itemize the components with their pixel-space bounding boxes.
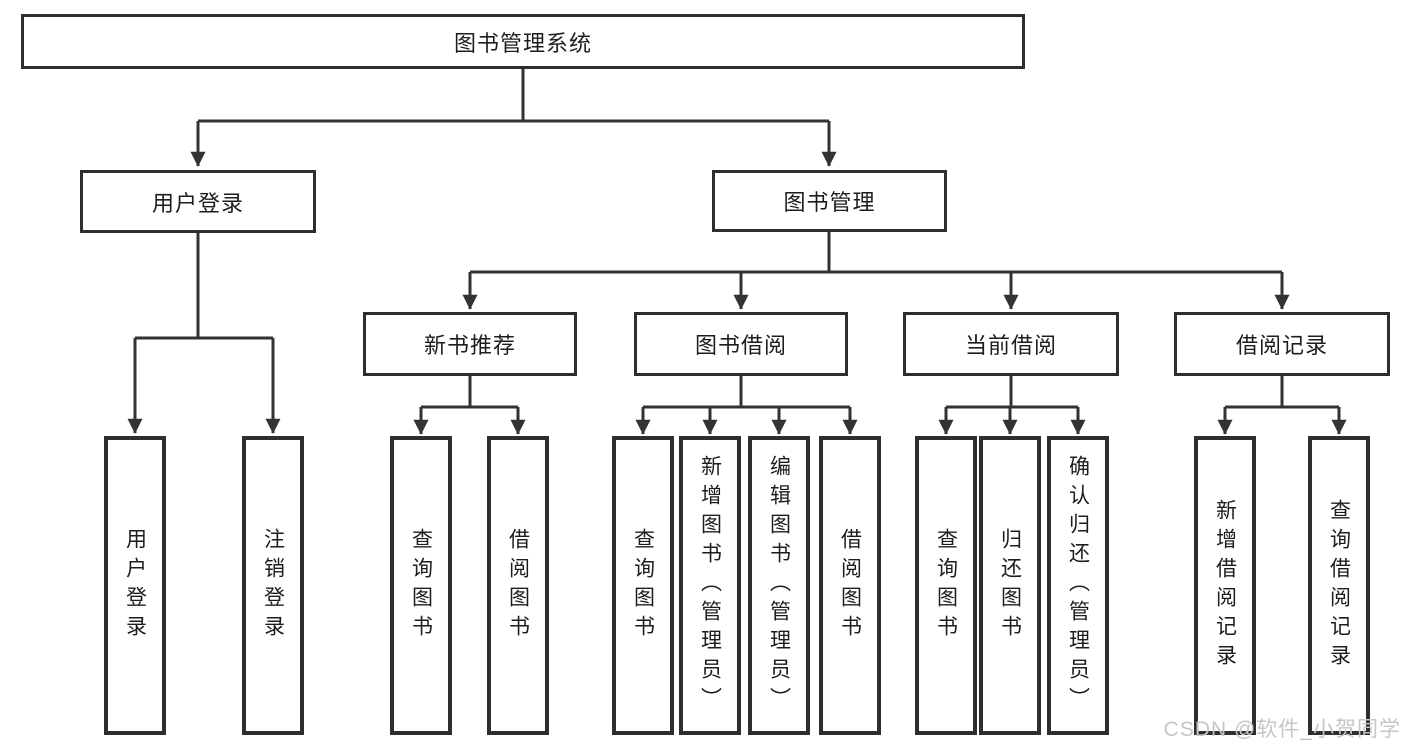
csdn-watermark: CSDN @软件_小贺同学: [1163, 718, 1401, 741]
node-new-book-recommendation: 新书推荐: [363, 312, 577, 376]
leaf-borrowing-query-books-label: 查询图书: [631, 527, 655, 644]
leaf-newbooks-borrow-books-label: 借阅图书: [506, 527, 530, 644]
leaf-borrowing-add-books-admin: 新增图书（管理员）: [679, 436, 741, 735]
leaf-logout-label: 注销登录: [261, 527, 285, 644]
leaf-current-confirm-return-admin-label: 确认归还（管理员）: [1066, 455, 1090, 716]
leaf-borrowing-query-books: 查询图书: [612, 436, 674, 735]
leaf-logout: 注销登录: [242, 436, 304, 735]
node-book-management-label: 图书管理: [783, 190, 876, 215]
leaf-records-add-record-label: 新增借阅记录: [1213, 498, 1237, 673]
leaf-newbooks-query-books: 查询图书: [390, 436, 452, 735]
leaf-borrowing-add-books-admin-label: 新增图书（管理员）: [698, 455, 722, 716]
node-library-management-system-label: 图书管理系统: [453, 30, 592, 56]
leaf-user-login-label: 用户登录: [123, 527, 147, 644]
leaf-records-query-record-label: 查询借阅记录: [1327, 498, 1351, 673]
leaf-current-query-books: 查询图书: [915, 436, 977, 735]
node-current-borrowing-label: 当前借阅: [964, 333, 1057, 358]
leaf-borrowing-edit-books-admin-label: 编辑图书（管理员）: [767, 455, 791, 716]
leaf-records-add-record: 新增借阅记录: [1194, 436, 1256, 735]
node-book-management: 图书管理: [712, 170, 947, 232]
leaf-current-return-books-label: 归还图书: [998, 527, 1022, 644]
node-book-borrowing: 图书借阅: [634, 312, 848, 376]
leaf-current-return-books: 归还图书: [979, 436, 1041, 735]
leaf-borrowing-borrow-books: 借阅图书: [819, 436, 881, 735]
node-borrowing-records: 借阅记录: [1174, 312, 1390, 376]
leaf-current-query-books-label: 查询图书: [934, 527, 958, 644]
leaf-borrowing-borrow-books-label: 借阅图书: [838, 527, 862, 644]
node-user-login-label: 用户登录: [151, 190, 244, 216]
leaf-records-query-record: 查询借阅记录: [1308, 436, 1370, 735]
leaf-borrowing-edit-books-admin: 编辑图书（管理员）: [748, 436, 810, 735]
node-borrowing-records-label: 借阅记录: [1235, 333, 1328, 358]
node-user-login: 用户登录: [80, 170, 316, 233]
node-library-management-system: 图书管理系统: [21, 14, 1025, 69]
leaf-user-login: 用户登录: [104, 436, 166, 735]
node-book-borrowing-label: 图书借阅: [694, 333, 787, 358]
node-new-book-recommendation-label: 新书推荐: [423, 333, 516, 358]
leaf-newbooks-query-books-label: 查询图书: [409, 527, 433, 644]
leaf-newbooks-borrow-books: 借阅图书: [487, 436, 549, 735]
leaf-current-confirm-return-admin: 确认归还（管理员）: [1047, 436, 1109, 735]
node-current-borrowing: 当前借阅: [903, 312, 1119, 376]
